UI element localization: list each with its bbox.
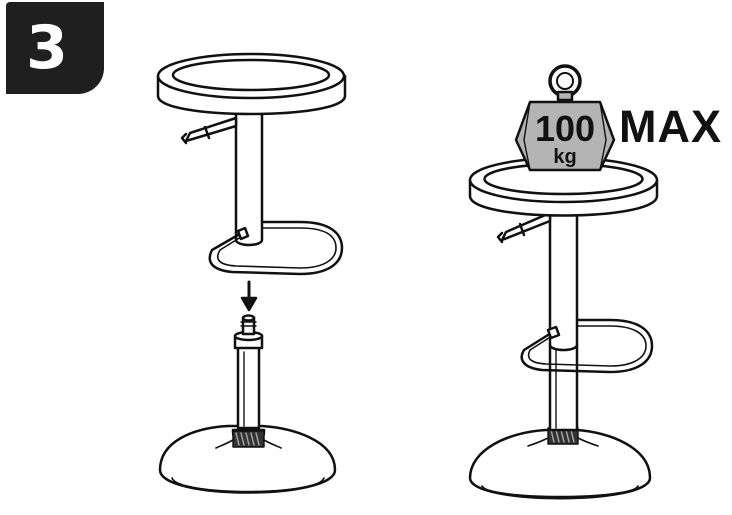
right-stool	[468, 156, 659, 500]
right-seat	[468, 156, 659, 217]
right-base-disc	[468, 428, 652, 500]
max-load-label: MAX	[619, 101, 722, 152]
weight-value: 100	[535, 108, 595, 149]
left-base-assembly	[158, 314, 337, 494]
right-footrest	[520, 318, 654, 374]
weight-icon	[514, 64, 616, 172]
left-height-lever	[180, 116, 238, 145]
step-number: 3	[26, 13, 68, 83]
left-footrest	[208, 220, 344, 276]
down-arrow-icon	[240, 280, 258, 312]
left-seat-column	[234, 106, 264, 247]
left-seat	[156, 52, 347, 116]
right-height-lever	[496, 211, 552, 244]
left-seat-assembly	[156, 52, 347, 276]
weight-unit: kg	[553, 146, 576, 168]
right-column	[548, 203, 579, 432]
left-hub-knurl	[232, 430, 265, 448]
step-badge: 3	[6, 2, 104, 94]
